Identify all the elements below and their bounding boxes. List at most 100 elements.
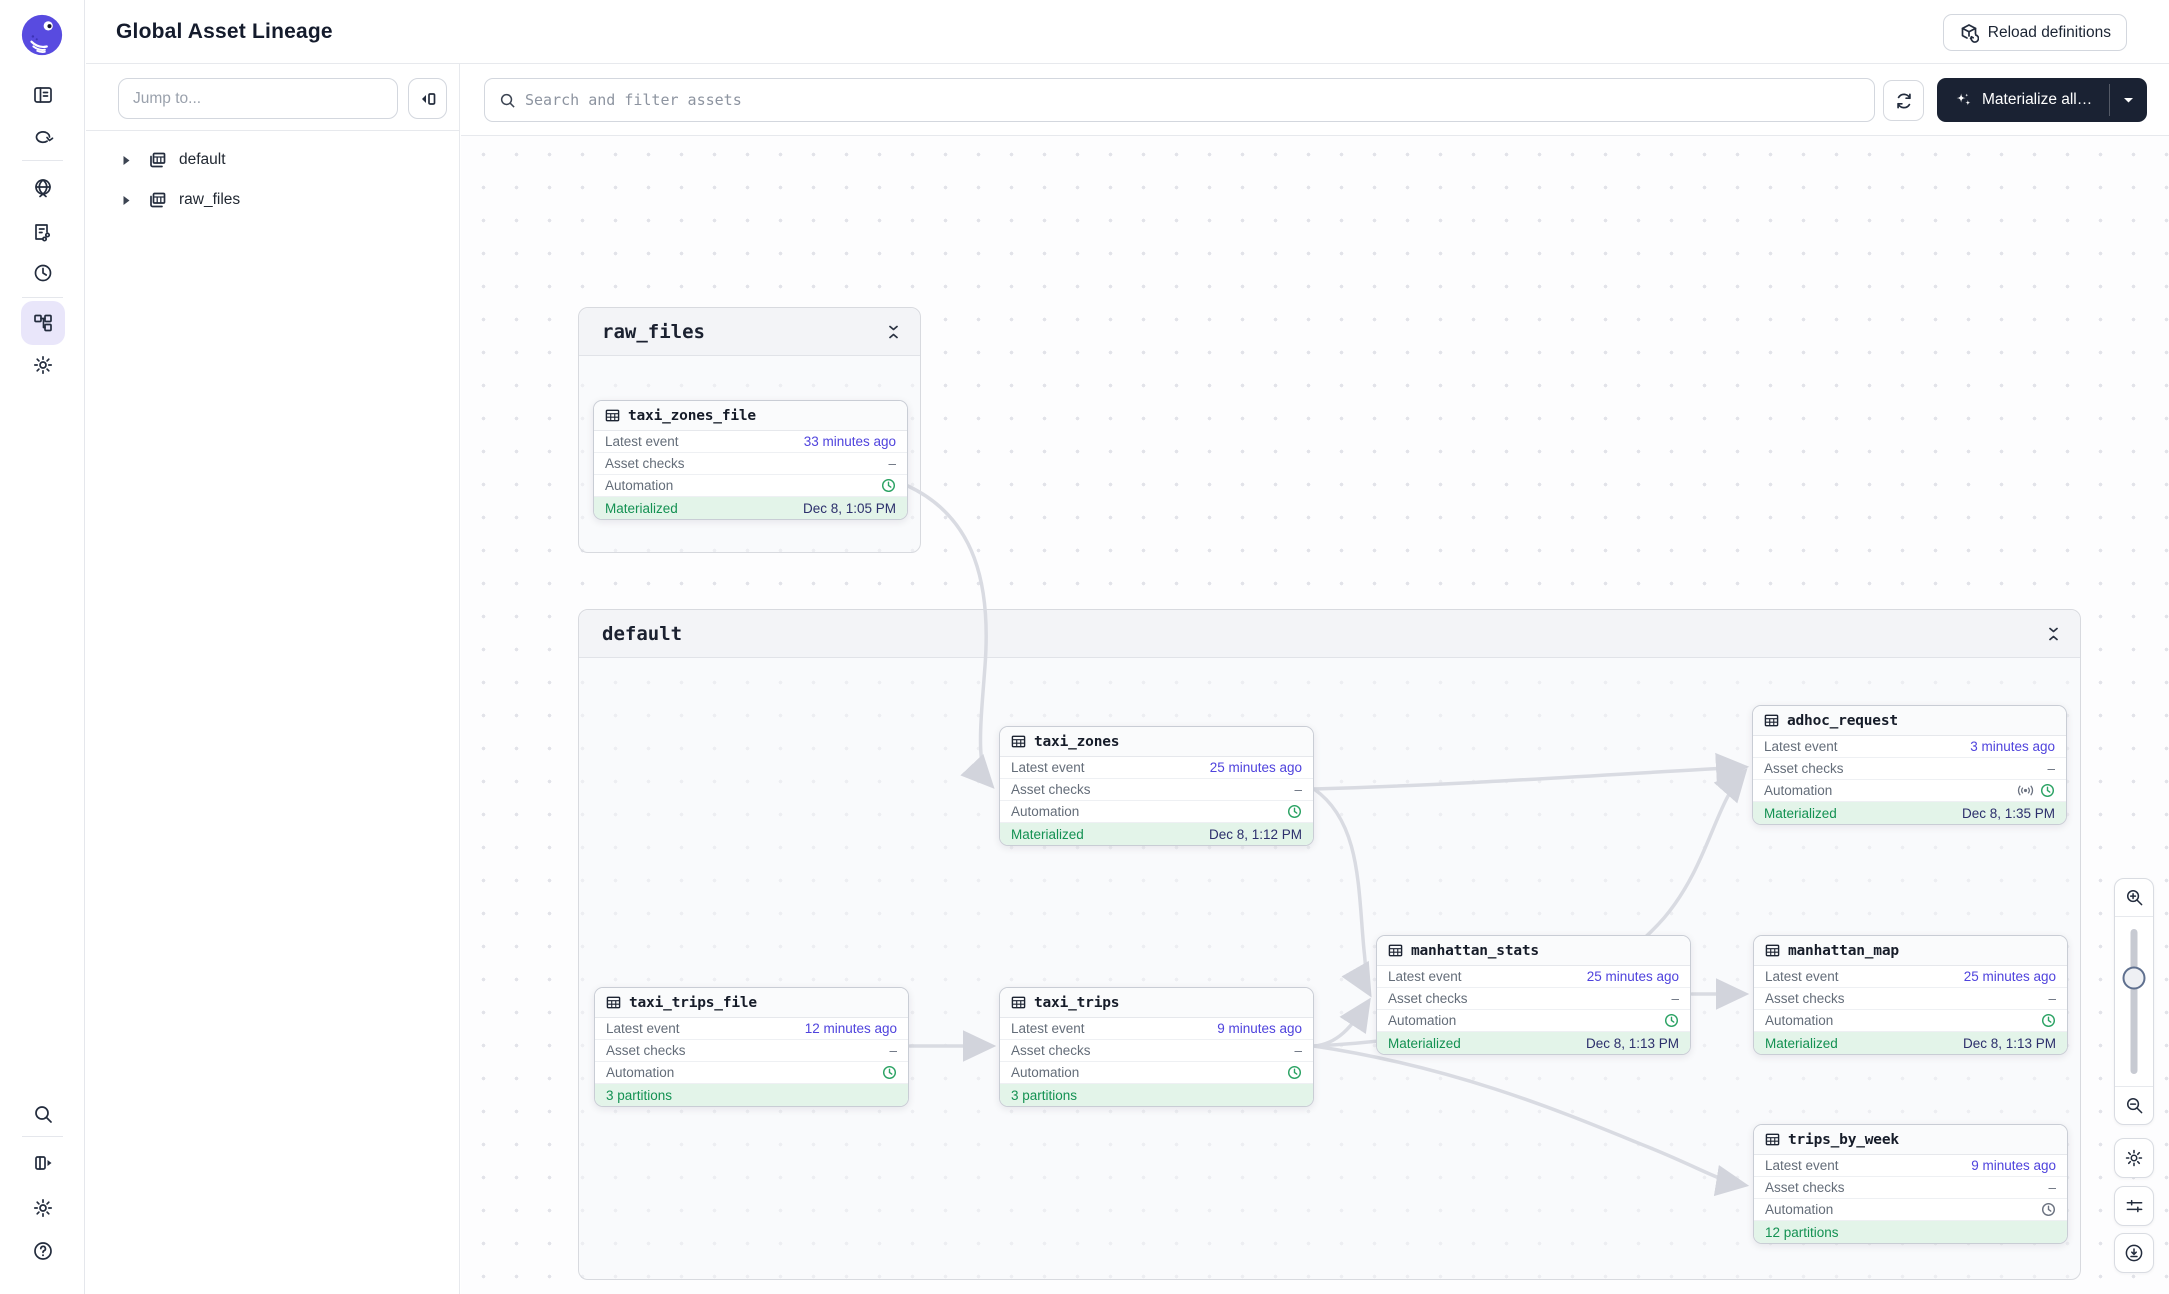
filter-button[interactable] — [2114, 1186, 2154, 1226]
caret-right-icon[interactable] — [122, 155, 132, 166]
node-header: taxi_trips — [1000, 988, 1313, 1018]
row-label: Latest event — [1011, 760, 1085, 775]
materialized-timestamp[interactable]: Dec 8, 1:13 PM — [1585, 1035, 1679, 1051]
graph-area: Materialize all… raw_files — [461, 64, 2169, 1294]
row-label: Automation — [1765, 1202, 1834, 1217]
clock-icon-green — [1664, 1013, 1679, 1028]
materialized-row: Materialized Dec 8, 1:35 PM — [1753, 802, 2066, 824]
latest-event-value[interactable]: 25 minutes ago — [1209, 760, 1302, 775]
lineage-canvas[interactable]: raw_files default — [461, 136, 2169, 1294]
asset-checks-value: – — [1294, 1043, 1302, 1058]
materialized-timestamp[interactable]: Dec 8, 1:35 PM — [1961, 805, 2055, 821]
materialize-all-button: Materialize all… — [1937, 78, 2148, 122]
group-header[interactable]: default — [579, 610, 2080, 658]
table-icon — [606, 996, 621, 1009]
asset-checks-value: – — [2048, 1180, 2056, 1195]
table-icon — [1011, 735, 1026, 748]
node-header: taxi_trips_file — [595, 988, 908, 1018]
jump-to-input[interactable] — [118, 78, 398, 119]
top-bar: Global Asset Lineage Reload definitions — [86, 0, 2169, 64]
partitions-label[interactable]: 3 partitions — [606, 1087, 673, 1103]
asset-checks-row: Asset checks– — [1753, 758, 2066, 780]
partitions-label[interactable]: 12 partitions — [1765, 1224, 1839, 1240]
latest-event-value[interactable]: 25 minutes ago — [1963, 969, 2056, 984]
latest-event-value[interactable]: 9 minutes ago — [1971, 1158, 2056, 1173]
latest-event-value[interactable]: 3 minutes ago — [1970, 739, 2055, 754]
clock-icon-green — [1287, 804, 1302, 819]
asset-checks-row: Asset checks– — [1754, 1177, 2067, 1199]
collapse-group-icon[interactable] — [2047, 627, 2060, 641]
expand-panel-icon[interactable] — [21, 1141, 65, 1185]
reload-definitions-button[interactable]: Reload definitions — [1942, 14, 2127, 51]
latest-event-value[interactable]: 33 minutes ago — [803, 434, 896, 449]
collapse-group-icon[interactable] — [887, 325, 900, 339]
runs-icon[interactable] — [21, 115, 65, 159]
settings-icon[interactable] — [21, 343, 65, 387]
asset-checks-row: Asset checks– — [1000, 779, 1313, 801]
materialize-dropdown-caret[interactable] — [2110, 78, 2147, 122]
row-label: Automation — [605, 478, 674, 493]
search-input[interactable] — [525, 91, 1860, 109]
graph-settings-button[interactable] — [2114, 1138, 2154, 1178]
zoom-slider-track[interactable] — [2130, 929, 2138, 1074]
overview-icon[interactable] — [21, 73, 65, 117]
latest-event-value[interactable]: 12 minutes ago — [804, 1021, 897, 1036]
tree-item-label: default — [179, 151, 226, 168]
latest-event-value[interactable]: 9 minutes ago — [1217, 1021, 1302, 1036]
asset-name: adhoc_request — [1787, 712, 1898, 729]
zoom-slider-thumb[interactable] — [2122, 966, 2146, 990]
materialize-all-main[interactable]: Materialize all… — [1937, 78, 2109, 122]
materialized-timestamp[interactable]: Dec 8, 1:12 PM — [1208, 826, 1302, 842]
partitions-label[interactable]: 3 partitions — [1011, 1087, 1078, 1103]
group-header[interactable]: raw_files — [579, 308, 920, 356]
asset-name: taxi_trips — [1034, 994, 1120, 1011]
row-label: Asset checks — [606, 1043, 686, 1058]
clock-icon-green — [2041, 1013, 2056, 1028]
deployment-icon[interactable] — [21, 166, 65, 210]
materialized-timestamp[interactable]: Dec 8, 1:13 PM — [1962, 1035, 2056, 1051]
clock-icon-gray — [2041, 1202, 2056, 1217]
materialized-label: Materialized — [1764, 805, 1837, 821]
latest-event-value[interactable]: 25 minutes ago — [1586, 969, 1679, 984]
dagster-logo[interactable] — [19, 12, 65, 63]
asset-node-taxi-zones[interactable]: taxi_zones Latest event 25 minutes ago As… — [999, 726, 1314, 846]
clock-icon-green — [881, 478, 896, 493]
collapse-panel-button[interactable] — [408, 78, 447, 119]
reload-cube-icon — [1959, 23, 1979, 43]
asset-group-icon — [148, 151, 167, 170]
jobs-icon[interactable] — [21, 210, 65, 254]
search-icon[interactable] — [21, 1092, 65, 1136]
search-icon — [499, 92, 516, 109]
lineage-icon[interactable] — [21, 301, 65, 345]
node-header: taxi_zones_file — [594, 401, 907, 431]
tree-item-label: raw_files — [179, 191, 241, 208]
caret-right-icon[interactable] — [122, 195, 132, 206]
download-button[interactable] — [2114, 1233, 2154, 1273]
node-header: taxi_zones — [1000, 727, 1313, 757]
tree-item-default[interactable]: default — [86, 140, 459, 180]
automation-row: Automation — [1754, 1199, 2067, 1221]
refresh-button[interactable] — [1883, 80, 1924, 121]
row-label: Automation — [1765, 1013, 1834, 1028]
zoom-out-button[interactable] — [2115, 1086, 2153, 1124]
tree-item-raw-files[interactable]: raw_files — [86, 180, 459, 220]
zoom-slider — [2115, 917, 2153, 1086]
help-icon[interactable] — [21, 1229, 65, 1273]
asset-checks-value: – — [2047, 761, 2055, 776]
row-label: Automation — [1011, 1065, 1080, 1080]
zoom-in-button[interactable] — [2115, 879, 2153, 917]
asset-checks-value: – — [1294, 782, 1302, 797]
clock-icon-green — [2040, 783, 2055, 798]
materialized-timestamp[interactable]: Dec 8, 1:05 PM — [802, 500, 896, 516]
settings-icon[interactable] — [21, 1186, 65, 1230]
schedules-icon[interactable] — [21, 251, 65, 295]
